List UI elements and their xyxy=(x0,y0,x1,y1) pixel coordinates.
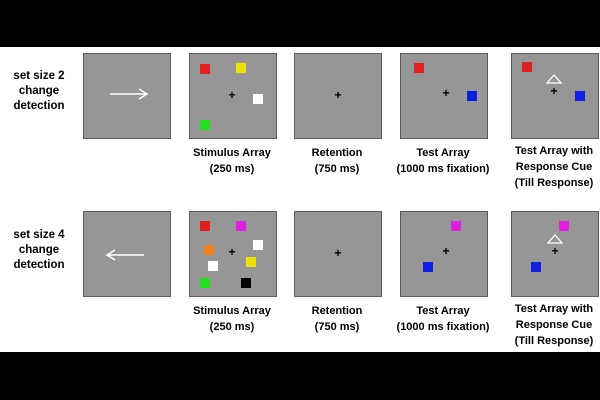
color-square xyxy=(236,63,246,73)
caption-line: Stimulus Array xyxy=(193,305,271,317)
color-square xyxy=(522,62,532,72)
stimulus-panel: + xyxy=(189,53,277,139)
caption-line: (Till Response) xyxy=(514,335,594,347)
row-label-line: detection xyxy=(13,259,65,271)
caption-line: (750 ms) xyxy=(314,321,360,333)
caption-line: (Till Response) xyxy=(514,177,594,189)
fixation-cross: + xyxy=(228,88,236,102)
row-label-line: change xyxy=(18,85,60,97)
caption-test: Test Array (1000 ms fixation) xyxy=(383,145,503,177)
fixation-cross: + xyxy=(334,246,342,260)
caption-line: (750 ms) xyxy=(314,163,360,175)
caption-line: (250 ms) xyxy=(209,163,255,175)
caption-retention: Retention (750 ms) xyxy=(277,303,397,335)
caption-line: Response Cue xyxy=(515,161,593,173)
caption-line: Test Array with xyxy=(514,145,594,157)
color-square xyxy=(253,240,263,250)
figure-canvas: set size 2 change detection + Stimulus A… xyxy=(0,47,600,352)
color-square xyxy=(200,120,210,130)
fixation-cross: + xyxy=(551,244,559,258)
color-square xyxy=(208,261,218,271)
fixation-cross: + xyxy=(442,86,450,100)
color-square xyxy=(200,278,210,288)
test-panel: + xyxy=(400,53,488,139)
color-square xyxy=(246,257,256,267)
row-label-line: change xyxy=(18,244,60,256)
fixation-cross: + xyxy=(334,88,342,102)
caption-line: Response Cue xyxy=(515,319,593,331)
caption-line: (250 ms) xyxy=(209,321,255,333)
color-square xyxy=(575,91,585,101)
arrow-left-icon xyxy=(105,249,144,261)
row-label-line: detection xyxy=(13,100,65,112)
color-square xyxy=(236,221,246,231)
caption-line: (1000 ms fixation) xyxy=(396,163,490,175)
response-cue-panel: + xyxy=(511,211,599,297)
triangle-cue-icon xyxy=(546,74,562,84)
row-label-line: set size 2 xyxy=(13,70,65,82)
response-cue-panel: + xyxy=(511,53,599,139)
stimulus-panel: + xyxy=(189,211,277,297)
caption-test: Test Array (1000 ms fixation) xyxy=(383,303,503,335)
retention-panel: + xyxy=(294,211,382,297)
color-square xyxy=(204,245,214,255)
color-square xyxy=(451,221,461,231)
caption-line: Test Array xyxy=(416,147,470,159)
color-square xyxy=(423,262,433,272)
row-label-line: set size 4 xyxy=(13,229,65,241)
cue-panel-right xyxy=(83,53,171,139)
fixation-cross: + xyxy=(442,244,450,258)
fixation-cross: + xyxy=(550,84,558,98)
color-square xyxy=(200,64,210,74)
caption-response: Test Array with Response Cue (Till Respo… xyxy=(494,143,600,191)
color-square xyxy=(414,63,424,73)
color-square xyxy=(531,262,541,272)
color-square xyxy=(559,221,569,231)
caption-line: Test Array with xyxy=(514,303,594,315)
triangle-cue-icon xyxy=(547,234,563,244)
cue-panel-left xyxy=(83,211,171,297)
test-panel: + xyxy=(400,211,488,297)
arrow-right-icon xyxy=(110,88,149,100)
color-square xyxy=(241,278,251,288)
caption-line: Retention xyxy=(311,305,363,317)
retention-panel: + xyxy=(294,53,382,139)
fixation-cross: + xyxy=(228,245,236,259)
caption-line: Stimulus Array xyxy=(193,147,271,159)
color-square xyxy=(467,91,477,101)
caption-stimulus: Stimulus Array (250 ms) xyxy=(172,303,292,335)
caption-stimulus: Stimulus Array (250 ms) xyxy=(172,145,292,177)
row-label-set-size-2: set size 2 change detection xyxy=(2,69,76,114)
caption-line: Retention xyxy=(311,147,363,159)
color-square xyxy=(200,221,210,231)
row-label-set-size-4: set size 4 change detection xyxy=(2,228,76,273)
caption-line: (1000 ms fixation) xyxy=(396,321,490,333)
color-square xyxy=(253,94,263,104)
caption-line: Test Array xyxy=(416,305,470,317)
caption-retention: Retention (750 ms) xyxy=(277,145,397,177)
caption-response: Test Array with Response Cue (Till Respo… xyxy=(494,301,600,349)
